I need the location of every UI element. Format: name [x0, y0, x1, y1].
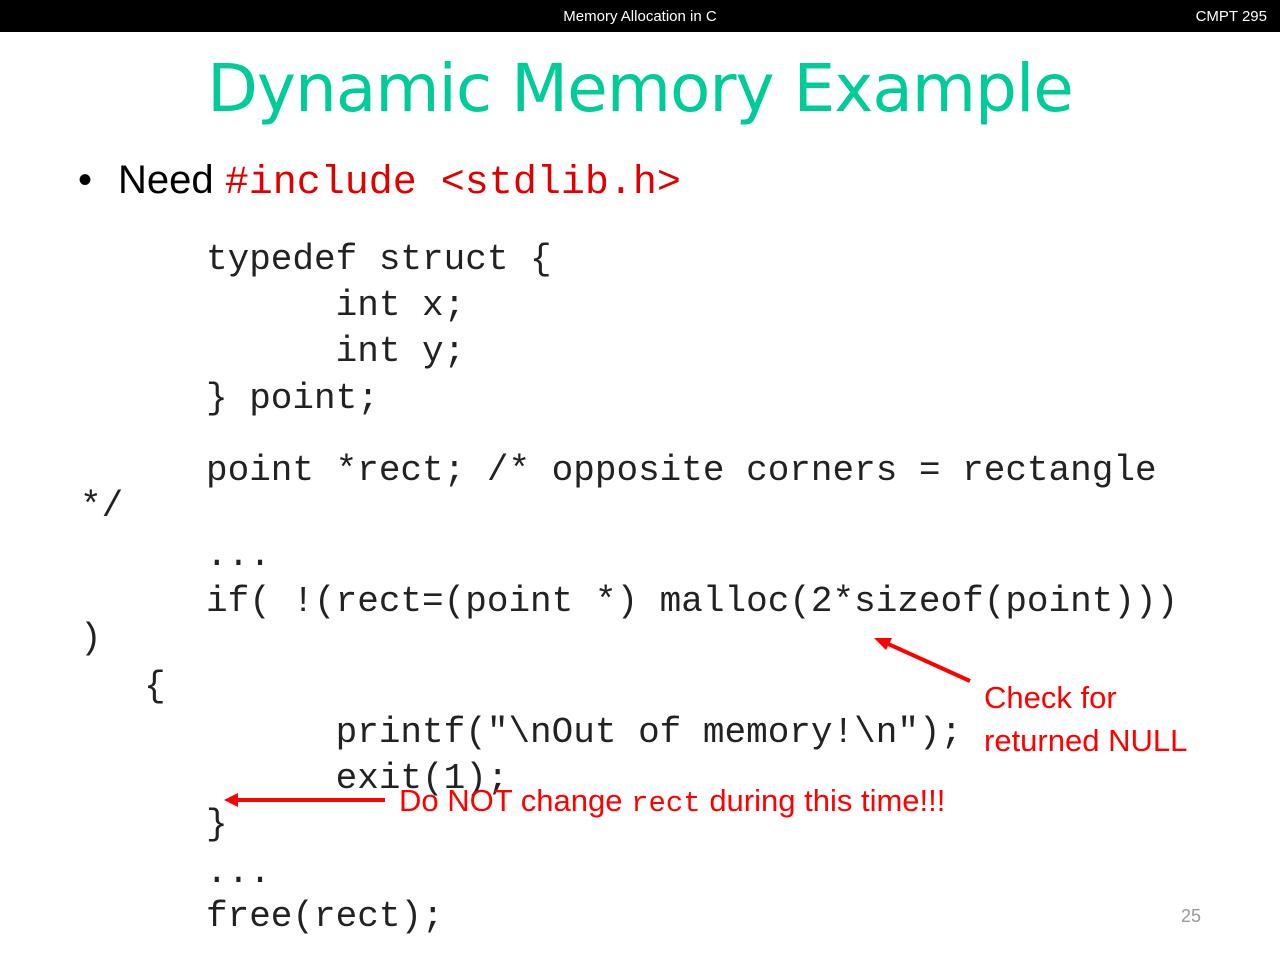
code-line: int x; [206, 285, 466, 326]
code-line: ... [206, 535, 271, 576]
code-line: free(rect); [206, 896, 444, 937]
header-title: Memory Allocation in C [563, 8, 717, 25]
code-line: printf("\nOut of memory!\n"); [206, 712, 963, 753]
code-line: int y; [206, 331, 466, 372]
bullet-icon: • [78, 158, 93, 202]
page-number: 25 [1181, 906, 1202, 926]
arrow-do-not-change [224, 793, 385, 807]
arrow-check-null [874, 638, 971, 683]
slide-title: Dynamic Memory Example [207, 50, 1074, 127]
note-line: returned NULL [984, 723, 1188, 758]
note-code: rect [631, 787, 701, 820]
code-line: } point; [206, 378, 379, 419]
note-line: Check for [984, 680, 1117, 715]
code-line: } [206, 804, 228, 845]
bullet-text: Need [118, 158, 214, 202]
do-not-change-note: Do NOT change rect during this time!!! [399, 779, 945, 825]
code-line: typedef struct { [206, 239, 552, 280]
code-line: ... [206, 852, 271, 893]
check-null-note: Check for returned NULL [984, 676, 1187, 762]
note-text: Do NOT change [399, 783, 623, 818]
course-code: CMPT 295 [1195, 8, 1267, 25]
bullet-item: • Need #include <stdlib.h> [78, 158, 681, 206]
code-line: { [144, 666, 166, 707]
code-line: if( !(rect=(point *) malloc(2*sizeof(poi… [206, 581, 1179, 622]
code-line: ) [80, 618, 102, 659]
note-text: during this time!!! [709, 783, 946, 818]
code-line: */ [80, 486, 124, 527]
slide-header: Memory Allocation in C CMPT 295 [0, 0, 1280, 32]
code-line: point *rect; /* opposite corners = recta… [206, 450, 1157, 491]
bullet-code: #include <stdlib.h> [224, 161, 681, 206]
code-line: exit(1); [206, 758, 509, 799]
